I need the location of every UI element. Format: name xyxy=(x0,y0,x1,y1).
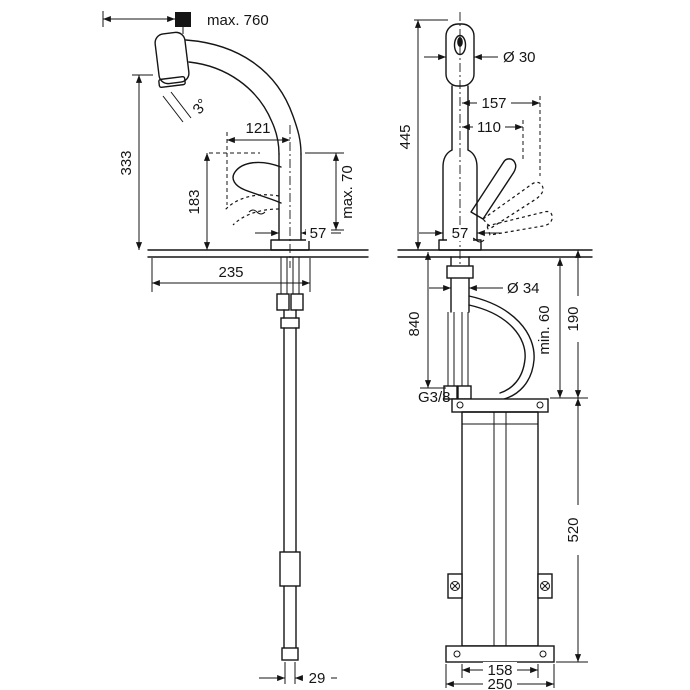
dim-angle: 3° xyxy=(162,91,212,123)
label-840: 840 xyxy=(406,311,423,336)
label-520: 520 xyxy=(565,517,582,542)
pullout-hose-loop xyxy=(468,295,535,400)
right-view: Ø 30 157 110 445 57 Ø 34 xyxy=(397,12,593,690)
dim-29: 29 xyxy=(259,662,337,687)
dim-520: 520 xyxy=(556,398,588,663)
dim-333: 333 xyxy=(118,74,153,250)
handle-front-dashed-1 xyxy=(482,181,544,229)
label-183: 183 xyxy=(186,189,203,214)
dim-157: 157 xyxy=(462,95,541,176)
dim-57-left: 57 xyxy=(255,225,341,242)
handle-front-dashed-2 xyxy=(486,210,553,236)
label-d30: Ø 30 xyxy=(503,49,536,66)
label-57-right: 57 xyxy=(452,225,469,242)
dim-121: 121 xyxy=(226,120,291,268)
label-333: 333 xyxy=(118,150,135,175)
g38-connector-left xyxy=(443,385,458,400)
label-57-left: 57 xyxy=(310,225,327,242)
dim-57-right: 57 xyxy=(419,225,501,242)
dim-183: 183 xyxy=(186,152,260,250)
faucet-side-outline xyxy=(147,31,369,661)
faucet-front-outline xyxy=(397,12,593,663)
label-157: 157 xyxy=(481,95,506,112)
label-110: 110 xyxy=(477,119,501,136)
label-29: 29 xyxy=(309,670,326,687)
installation-box xyxy=(445,398,555,663)
hose-end-cap xyxy=(281,647,299,661)
dim-445: 445 xyxy=(397,19,448,250)
dim-max-70: max. 70 xyxy=(305,152,356,231)
label-d34: Ø 34 xyxy=(507,280,540,297)
label-250: 250 xyxy=(487,676,512,690)
aerator-band xyxy=(158,75,186,89)
handle-lever xyxy=(232,161,282,204)
label-121: 121 xyxy=(245,120,270,137)
box-body xyxy=(461,411,539,647)
dim-reference-block xyxy=(175,12,191,27)
dim-190: 190 xyxy=(550,250,588,399)
body-right-shoulder xyxy=(467,149,478,241)
supply-hoses-front xyxy=(443,312,472,400)
dim-250: 250 xyxy=(445,664,555,690)
spray-head-side xyxy=(154,31,190,85)
dim-max-pullout: max. 760 xyxy=(102,11,269,34)
hose-weight xyxy=(279,551,301,587)
dim-158: 158 xyxy=(461,662,539,679)
label-158: 158 xyxy=(487,662,512,679)
label-190: 190 xyxy=(565,306,582,331)
label-connection-group: G3/8 xyxy=(418,389,451,406)
supply-hoses-side xyxy=(276,257,304,311)
label-235: 235 xyxy=(218,264,243,281)
select-button xyxy=(453,34,467,56)
body-left-shoulder xyxy=(442,149,453,241)
swivel-mark xyxy=(248,209,266,215)
label-angle: 3° xyxy=(189,96,211,118)
spout-outer xyxy=(185,39,302,155)
label-g38: G3/8 xyxy=(418,389,451,406)
label-max-70: max. 70 xyxy=(339,165,356,218)
left-view: max. 760 3° 333 183 121 max. 70 xyxy=(102,11,369,687)
select-button-dot xyxy=(457,37,463,47)
label-min60: min. 60 xyxy=(536,305,553,354)
dim-840: 840 xyxy=(406,252,446,389)
g38-connector-right xyxy=(457,385,472,400)
pullout-hose-side xyxy=(279,309,301,661)
shank xyxy=(446,256,474,313)
dim-head-diameter: Ø 30 xyxy=(424,49,536,66)
box-top-plate xyxy=(451,398,549,413)
label-max-pullout: max. 760 xyxy=(207,12,269,29)
handle-position-dashed-1 xyxy=(224,194,280,211)
dim-235: 235 xyxy=(151,258,311,292)
dim-shank-diameter: Ø 34 xyxy=(429,280,540,297)
label-445: 445 xyxy=(397,124,414,149)
box-bottom-flange xyxy=(445,645,555,663)
dim-min-60: min. 60 xyxy=(536,258,564,398)
dim-110: 110 xyxy=(462,119,524,160)
handle-front xyxy=(470,158,517,220)
